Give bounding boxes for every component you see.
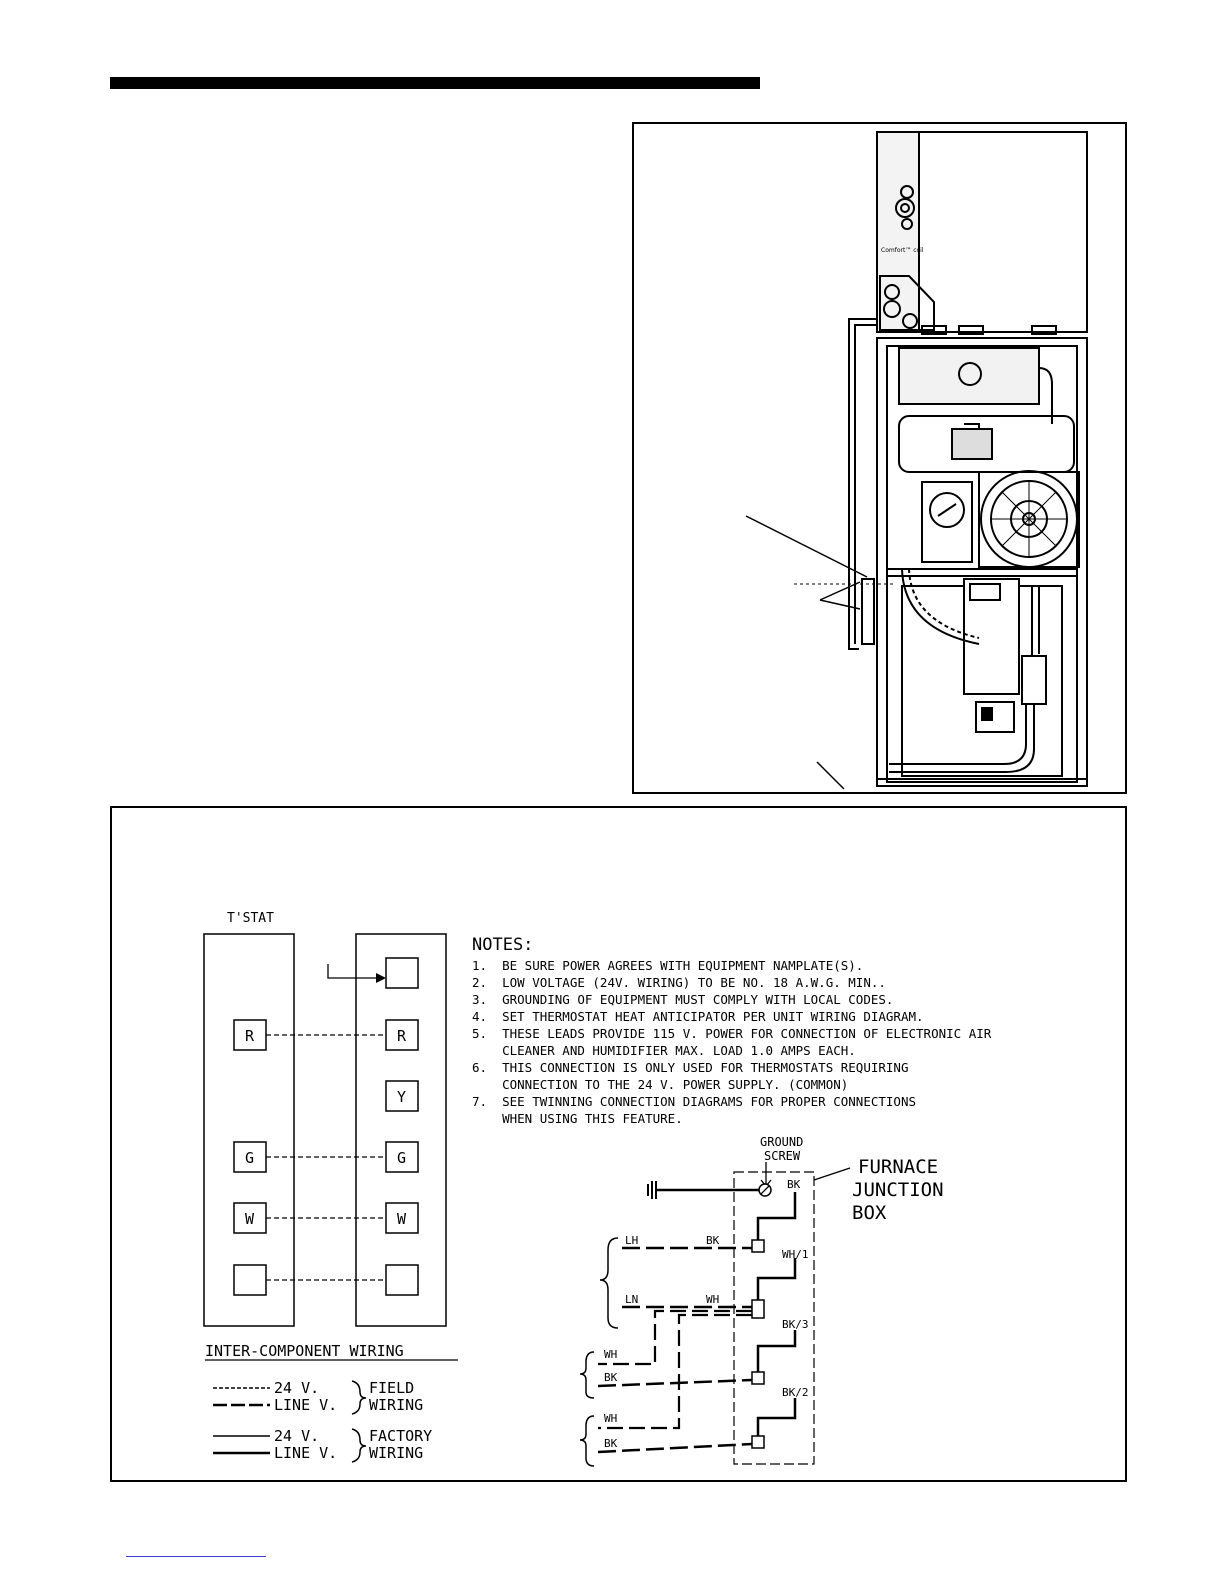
- wire-label-wh1: WH/1: [782, 1248, 809, 1261]
- wire-connectors: [751, 1239, 765, 1449]
- ground-screw-label-2: SCREW: [764, 1149, 801, 1163]
- junction-box-label-3: BOX: [852, 1202, 887, 1224]
- notes-list: 1. BE SURE POWER AGREES WITH EQUIPMENT N…: [472, 958, 992, 1126]
- field-wiring-lines: [266, 1034, 386, 1281]
- svg-text:W: W: [397, 1210, 407, 1228]
- furnace-illustration-frame: Comfort™ coil: [632, 122, 1127, 794]
- note-5: 5. THESE LEADS PROVIDE 115 V. POWER FOR …: [472, 1026, 992, 1041]
- wiring-diagram-frame: T'STAT INTER-COMPONENT WIRING: [110, 806, 1127, 1482]
- svg-text:Y: Y: [397, 1088, 406, 1106]
- furnace-terminal-w: W: [385, 1202, 419, 1234]
- legend-linev-factory: LINE V.: [274, 1444, 337, 1462]
- wire-label-ln: LN: [625, 1293, 638, 1306]
- wire-label-bk-lh: BK: [706, 1234, 720, 1247]
- ground-screw-label-1: GROUND: [760, 1135, 803, 1149]
- legend-field-wiring: WIRING: [369, 1396, 423, 1414]
- note-6-cont: CONNECTION TO THE 24 V. POWER SUPPLY. (C…: [472, 1077, 848, 1092]
- wire-group-braces: [579, 1237, 619, 1467]
- furnace-terminal-c2: [385, 1264, 419, 1296]
- footer-link-underline[interactable]: [126, 1556, 266, 1557]
- legend-24v-factory: 24 V.: [274, 1427, 319, 1445]
- wire-label-bk2: BK/2: [782, 1386, 809, 1399]
- tstat-terminal-w: W: [233, 1202, 267, 1234]
- line-voltage-field-wires: [597, 1246, 753, 1454]
- legend-heading: INTER-COMPONENT WIRING: [205, 1342, 404, 1360]
- junction-box-leader: [813, 1167, 851, 1181]
- svg-text:W: W: [245, 1210, 255, 1228]
- svg-text:R: R: [245, 1027, 255, 1045]
- common-arrow-line: [327, 964, 378, 979]
- junction-box: [733, 1171, 815, 1465]
- svg-text:G: G: [397, 1149, 406, 1167]
- common-arrow-head: [376, 973, 386, 983]
- wire-label-bk3: BK/3: [782, 1318, 809, 1331]
- tstat-terminal-c: [233, 1264, 267, 1296]
- note-7: 7. SEE TWINNING CONNECTION DIAGRAMS FOR …: [472, 1094, 916, 1109]
- note-7-cont: WHEN USING THIS FEATURE.: [472, 1111, 683, 1126]
- legend-24v-field: 24 V.: [274, 1379, 319, 1397]
- furnace-terminal-r: R: [385, 1019, 419, 1051]
- note-1: 1. BE SURE POWER AGREES WITH EQUIPMENT N…: [472, 958, 863, 973]
- wire-label-wh-a: WH: [604, 1348, 617, 1361]
- junction-box-label-1: FURNACE: [858, 1156, 938, 1178]
- legend-field: FIELD: [369, 1379, 414, 1397]
- legend-factory: FACTORY: [369, 1427, 432, 1445]
- furnace-terminal-y: Y: [385, 1080, 419, 1112]
- wire-label-bk-a: BK: [604, 1371, 618, 1384]
- svg-text:R: R: [397, 1027, 407, 1045]
- wire-label-wh-b: WH: [604, 1412, 617, 1425]
- wire-label-bk-top: BK: [787, 1178, 801, 1191]
- legend-linev-field: LINE V.: [274, 1396, 337, 1414]
- notes-title: NOTES:: [472, 935, 533, 955]
- tstat-terminal-r: R: [233, 1019, 267, 1051]
- wire-label-wh-ln: WH: [706, 1293, 719, 1306]
- wire-label-lh: LH: [625, 1234, 638, 1247]
- note-2: 2. LOW VOLTAGE (24V. WIRING) TO BE NO. 1…: [472, 975, 886, 990]
- tstat-terminal-g: G: [233, 1141, 267, 1173]
- factory-wiring: [756, 1192, 797, 1436]
- note-6: 6. THIS CONNECTION IS ONLY USED FOR THER…: [472, 1060, 909, 1075]
- legend-brace-factory: [351, 1428, 367, 1463]
- legend-factory-wiring: WIRING: [369, 1444, 423, 1462]
- furnace-terminal-g: G: [385, 1141, 419, 1173]
- tstat-box-outline: [203, 933, 295, 1327]
- neutral-field-wires: [598, 1309, 752, 1430]
- furnace-illustration: Comfort™ coil: [745, 131, 1088, 790]
- wire-label-bk-b: BK: [604, 1437, 618, 1450]
- svg-text:G: G: [245, 1149, 254, 1167]
- tstat-caption: T'STAT: [227, 911, 274, 926]
- junction-box-label-2: JUNCTION: [852, 1179, 944, 1201]
- note-5-cont: CLEANER AND HUMIDIFIER MAX. LOAD 1.0 AMP…: [472, 1043, 856, 1058]
- note-3: 3. GROUNDING OF EQUIPMENT MUST COMPLY WI…: [472, 992, 893, 1007]
- coil-brand-label: Comfort™ coil: [881, 247, 924, 254]
- section-header-bar: [110, 77, 760, 89]
- furnace-strip-outline: [355, 933, 447, 1327]
- note-4: 4. SET THERMOSTAT HEAT ANTICIPATOR PER U…: [472, 1009, 924, 1024]
- legend-brace-field: [351, 1380, 367, 1415]
- furnace-terminal-c: [385, 957, 419, 989]
- earth-ground-icon: [647, 1181, 759, 1199]
